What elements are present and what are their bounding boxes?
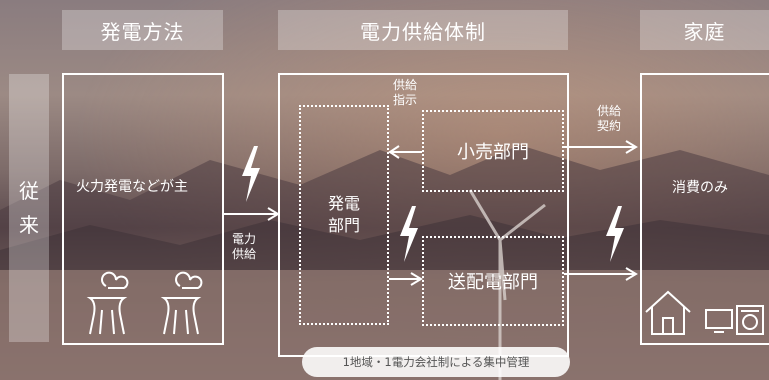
supply-contract-line2: 契約	[597, 119, 622, 133]
retail-dept-box: 小売部門	[422, 110, 564, 192]
lightning-bolt-icon	[400, 206, 418, 262]
header-household: 家庭	[640, 10, 769, 50]
consumption-only-text: 消費のみ	[672, 180, 728, 196]
thermal-power-text: 火力発電などが主	[76, 179, 188, 195]
supply-instruction-line2: 指示	[393, 93, 418, 107]
generation-dept-line1: 発電	[327, 194, 360, 213]
arrow-retail-to-generation	[388, 145, 422, 159]
header-supply-system: 電力供給体制	[278, 10, 568, 50]
transmission-dept-label: 送配電部門	[448, 272, 538, 293]
household-box	[640, 73, 769, 345]
home-appliances-icon	[645, 290, 764, 335]
side-label-conventional: 従 来	[9, 74, 49, 342]
lightning-bolt-icon	[606, 206, 624, 262]
supply-contract-label: 供給 契約	[597, 104, 621, 134]
header-generation-method: 発電方法	[62, 10, 223, 50]
supply-contract-line1: 供給	[597, 104, 622, 118]
generation-dept-box: 発電 部門	[299, 105, 389, 325]
power-supply-label-line2: 供給	[232, 247, 257, 261]
side-label-char-1: 従	[19, 179, 39, 203]
generation-method-box	[62, 73, 224, 345]
side-label-char-2: 来	[19, 213, 39, 237]
supply-instruction-line1: 供給	[393, 78, 418, 92]
supply-instruction-label: 供給 指示	[393, 78, 417, 108]
arrow-to-generation-dept	[224, 207, 280, 221]
arrow-transmission-to-household	[564, 267, 638, 281]
lightning-bolt-icon	[242, 146, 260, 202]
arrow-generation-to-transmission	[389, 272, 423, 286]
power-plant-icon	[86, 271, 203, 335]
footer-note: 1地域・1電力会社制による集中管理	[302, 347, 570, 377]
power-supply-label-line1: 電力	[232, 232, 257, 246]
arrow-retail-to-household	[564, 140, 638, 154]
transmission-dept-box: 送配電部門	[422, 236, 564, 326]
power-supply-label: 電力 供給	[232, 232, 256, 262]
generation-dept-line2: 部門	[327, 216, 360, 235]
retail-dept-label: 小売部門	[457, 142, 529, 163]
